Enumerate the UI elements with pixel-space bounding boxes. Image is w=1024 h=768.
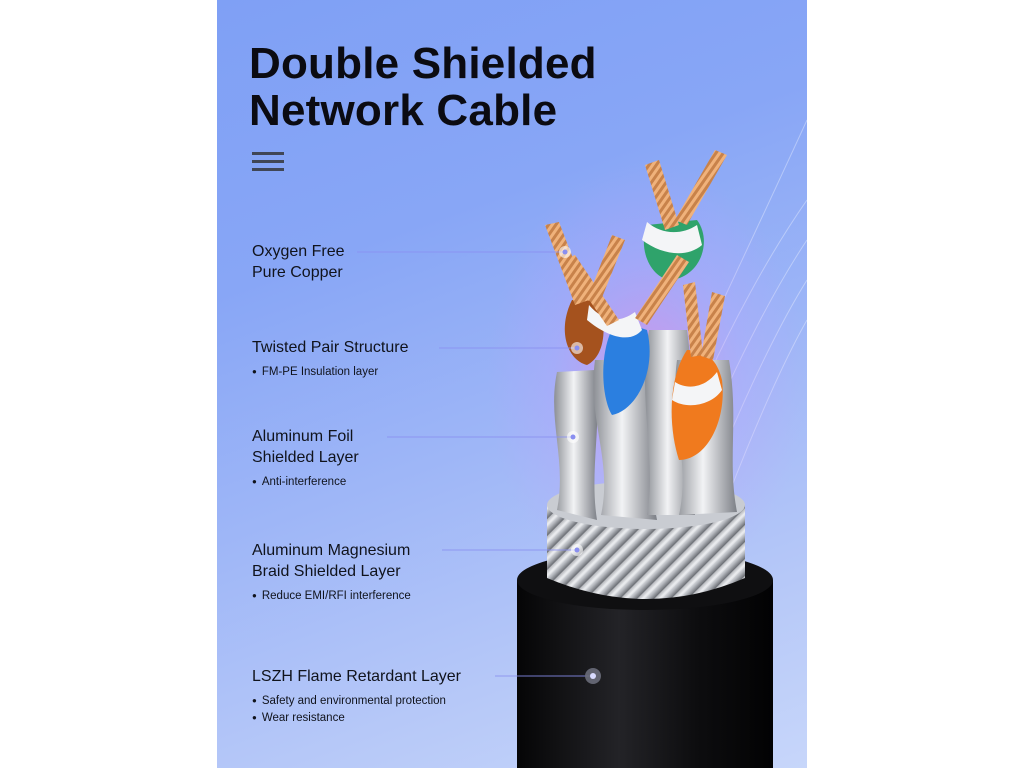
layer-copper-line-1: Oxygen Free: [252, 243, 345, 260]
layer-label-foil: Aluminum Foil Shielded Layer Anti-interf…: [252, 426, 359, 491]
layer-foil-bullet-1: Anti-interference: [252, 474, 359, 491]
title-line-1: Double Shielded: [249, 39, 597, 88]
layer-label-braid: Aluminum Magnesium Braid Shielded Layer …: [252, 540, 411, 605]
layer-twisted-pair-bullet-1: FM-PE Insulation layer: [252, 364, 409, 381]
product-panel: Double Shielded Network Cable Oxygen Fre…: [217, 0, 807, 768]
layer-lszh-bullet-2: Wear resistance: [252, 710, 461, 727]
layer-label-copper: Oxygen Free Pure Copper: [252, 241, 344, 283]
menu-icon: [252, 152, 284, 174]
layer-foil-line-1: Aluminum Foil: [252, 428, 354, 445]
layer-label-lszh: LSZH Flame Retardant Layer Safety and en…: [252, 666, 461, 727]
page-title: Double Shielded Network Cable: [249, 40, 597, 134]
layer-label-twisted-pair: Twisted Pair Structure FM-PE Insulation …: [252, 337, 409, 381]
layer-foil-line-2: Shielded Layer: [252, 449, 359, 466]
cable-illustration: [357, 119, 807, 768]
title-line-2: Network Cable: [249, 86, 558, 135]
layer-twisted-pair-line-1: Twisted Pair Structure: [252, 339, 409, 356]
layer-braid-line-2: Braid Shielded Layer: [252, 563, 401, 580]
layer-lszh-bullet-1: Safety and environmental protection: [252, 693, 461, 710]
callout-markers: [559, 246, 601, 684]
layer-braid-line-1: Aluminum Magnesium: [252, 542, 411, 559]
layer-copper-line-2: Pure Copper: [252, 264, 343, 281]
layer-braid-bullet-1: Reduce EMI/RFI interference: [252, 588, 411, 605]
layer-lszh-line-1: LSZH Flame Retardant Layer: [252, 668, 461, 685]
